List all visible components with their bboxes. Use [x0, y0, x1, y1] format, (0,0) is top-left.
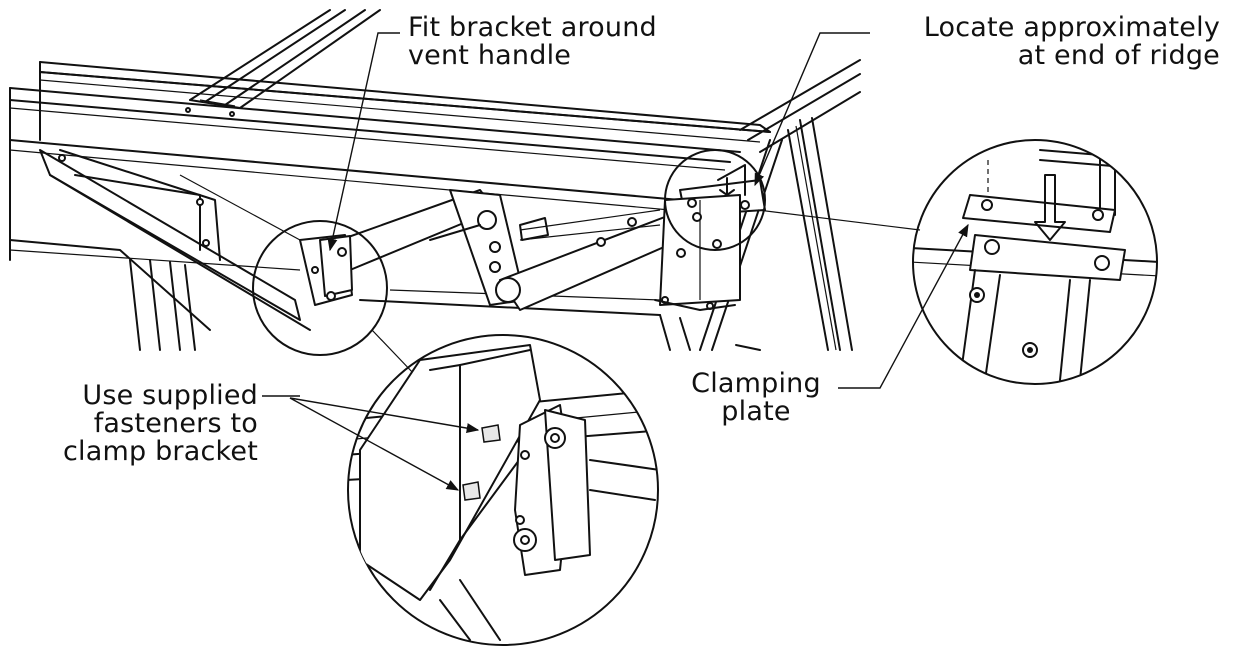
leader-clamping-plate	[838, 223, 969, 389]
detail-view-clamp-bracket	[347, 334, 659, 646]
callout-fit-bracket-line2: vent handle	[408, 40, 572, 71]
leader-locate	[754, 32, 870, 187]
callout-locate-line1: Locate approximately	[923, 12, 1220, 43]
callout-locate: Locate approximately at end of ridge	[874, 14, 1220, 70]
callout-fasteners: Use supplied fasteners to clamp bracket	[14, 382, 258, 466]
detail-view-clamping-plate	[912, 139, 1158, 385]
callout-clamping-plate: Clamping plate	[678, 370, 834, 426]
vent-frame-left	[39, 149, 311, 331]
callout-clamping-line1: Clamping	[691, 368, 821, 399]
callout-fit-bracket: Fit bracket around vent handle	[408, 14, 657, 70]
lower-frame	[9, 239, 691, 351]
ridge-beam	[9, 61, 771, 261]
ridge-end-bracket	[654, 164, 766, 311]
callout-locate-line2: at end of ridge	[1017, 40, 1220, 71]
detail-ring-ridge	[664, 149, 766, 251]
callout-clamping-line2: plate	[721, 396, 791, 427]
callout-fit-bracket-line1: Fit bracket around	[408, 12, 657, 43]
detail-ring-handle	[252, 220, 388, 356]
leader-fit-bracket	[327, 32, 400, 252]
roof-glazing-bar	[185, 9, 381, 117]
leader-fasteners	[262, 395, 480, 491]
callout-fasteners-line3: clamp bracket	[62, 436, 258, 467]
vent-opener-arm	[339, 189, 681, 311]
callout-fasteners-line2: fasteners to	[93, 408, 258, 439]
callout-fasteners-line1: Use supplied	[82, 380, 258, 411]
handle-bracket-small	[299, 234, 353, 306]
